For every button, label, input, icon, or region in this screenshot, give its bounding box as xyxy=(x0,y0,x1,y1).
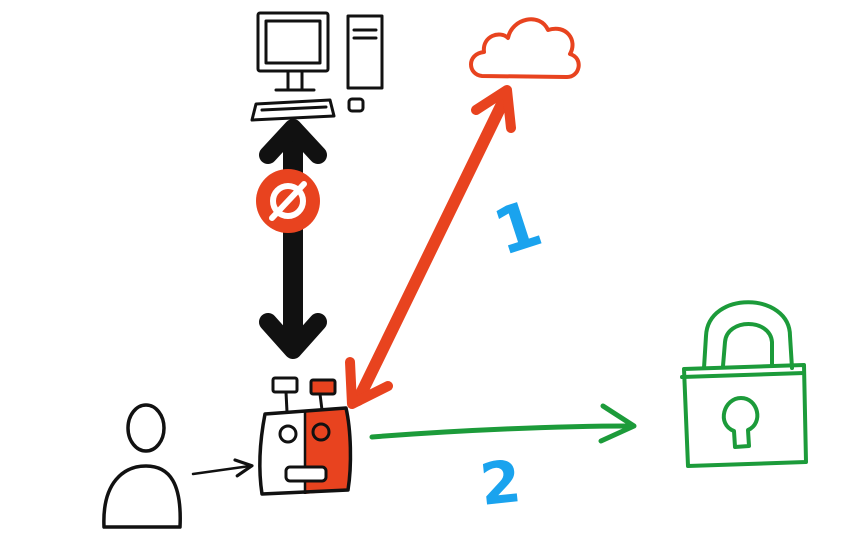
cloud-robot-arrow xyxy=(345,85,516,409)
person-icon xyxy=(102,403,182,529)
blocked-connection-arrow xyxy=(259,119,327,359)
user-robot-arrow xyxy=(191,458,254,478)
step-2-label: 2 xyxy=(477,447,524,519)
cloud-icon xyxy=(469,17,581,79)
robot-icon xyxy=(258,376,353,496)
padlock-icon xyxy=(680,300,808,468)
no-entry-icon xyxy=(256,169,320,233)
step-1-label: 1 xyxy=(485,187,550,271)
desktop-computer-icon xyxy=(250,11,384,122)
robot-lock-arrow xyxy=(369,403,637,444)
